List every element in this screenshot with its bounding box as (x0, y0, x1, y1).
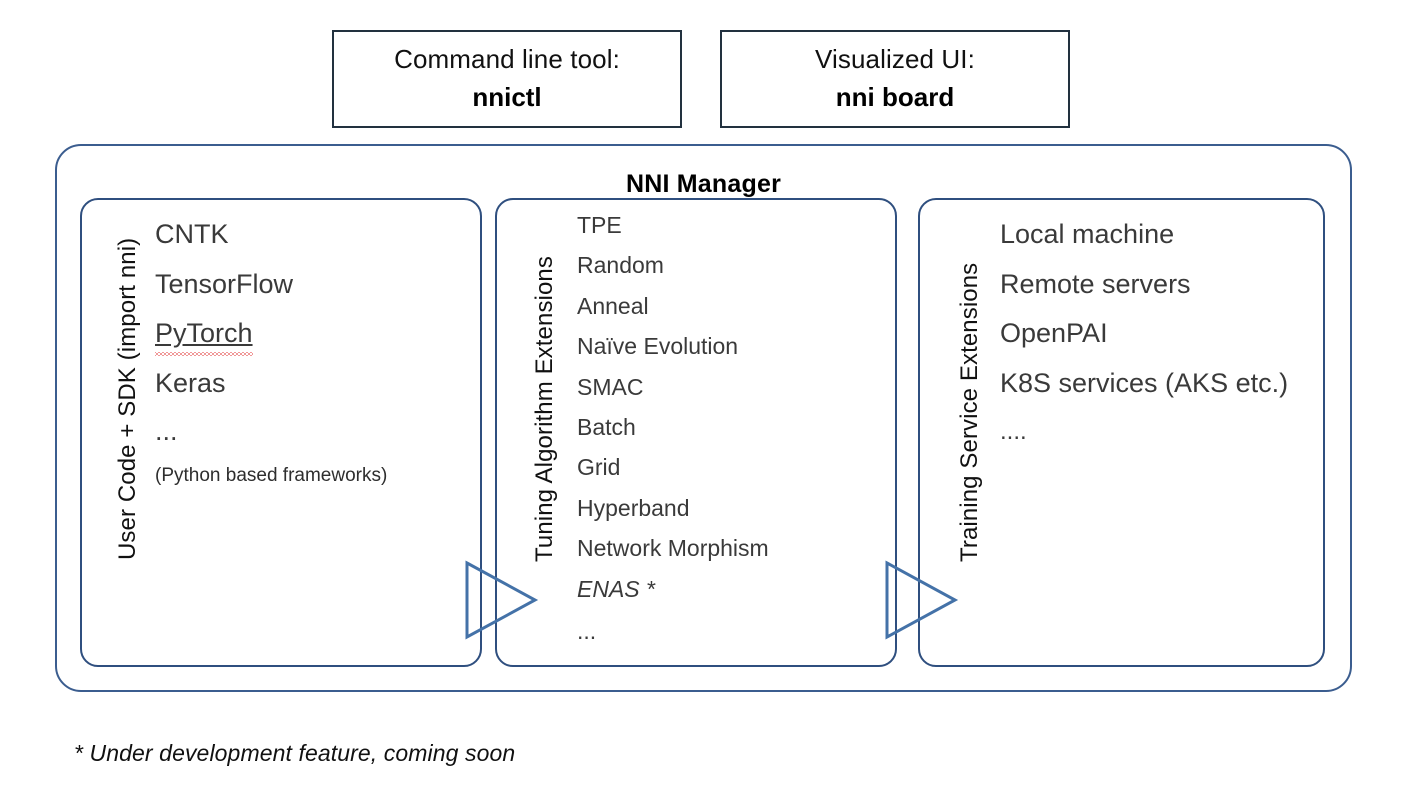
list-item: Hyperband (577, 494, 690, 521)
visualized-ui-caption: Visualized UI: (815, 43, 975, 74)
list-item: Network Morphism (577, 535, 769, 562)
list-item: Naïve Evolution (577, 333, 739, 360)
user-code-box (80, 198, 482, 667)
list-item: PyTorch (155, 309, 253, 359)
list-item: ... (577, 618, 597, 645)
training-service-extensions-box (918, 198, 1325, 667)
training-service-extensions-side-label: Training Service Extensions (956, 262, 983, 562)
user-code-side-label: User Code + SDK (import nni) (114, 237, 141, 560)
list-item: Grid (577, 454, 621, 481)
list-item: Anneal (577, 292, 649, 319)
command-line-tool-caption: Command line tool: (394, 43, 620, 74)
footnote: * Under development feature, coming soon (74, 740, 516, 766)
list-item: Keras (155, 367, 226, 398)
visualized-ui-box: Visualized UI: nni board (720, 30, 1070, 128)
list-item: (Python based frameworks) (155, 465, 388, 486)
list-item: .... (1000, 418, 1027, 445)
command-line-tool-box: Command line tool: nnictl (332, 30, 682, 128)
tuning-algorithm-list: TPE Random Anneal Naïve Evolution SMAC B… (577, 205, 769, 653)
user-code-list: CNTK TensorFlow PyTorch Keras ... (Pytho… (155, 210, 387, 498)
list-item: Batch (577, 414, 636, 441)
list-item: Local machine (1000, 219, 1175, 249)
command-line-tool-value: nnictl (472, 81, 542, 112)
arrow-right-icon (465, 560, 539, 640)
nni-manager-title: NNI Manager (625, 170, 781, 198)
arrow-right-icon (885, 560, 959, 640)
list-item: CNTK (155, 219, 229, 249)
training-service-list: Local machine Remote servers OpenPAI K8S… (1000, 210, 1288, 456)
list-item: OpenPAI (1000, 318, 1108, 348)
list-item: TensorFlow (155, 268, 294, 299)
list-item: Remote servers (1000, 268, 1191, 299)
list-item: TPE (577, 212, 622, 238)
list-item: SMAC (577, 373, 644, 400)
visualized-ui-value: nni board (835, 81, 955, 112)
list-item: K8S services (AKS etc.) (1000, 367, 1289, 398)
list-item: ENAS * (577, 575, 655, 602)
list-item: Random (577, 252, 664, 279)
list-item: ... (155, 416, 178, 446)
tuning-algorithm-extensions-box (495, 198, 897, 667)
tuning-algorithm-extensions-side-label: Tuning Algorithm Extensions (531, 256, 558, 562)
